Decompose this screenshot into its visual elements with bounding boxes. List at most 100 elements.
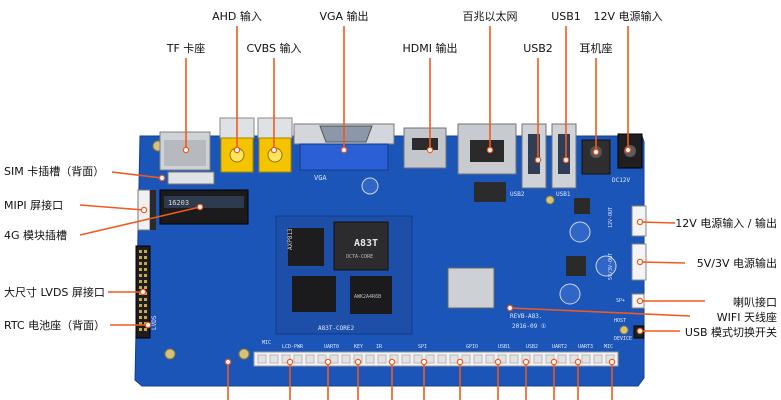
leader [494, 358, 502, 400]
leader [456, 358, 464, 400]
svg-text:SP+: SP+ [616, 298, 625, 304]
leader [636, 258, 686, 266]
leader [108, 288, 147, 296]
leader [224, 358, 232, 400]
svg-text:12V-OUT: 12V-OUT [608, 207, 614, 228]
label-5v3v: 5V/3V 电源输出 [696, 257, 777, 270]
leader [608, 358, 616, 400]
svg-text:A83T: A83T [354, 238, 378, 249]
hdmi-connector [403, 127, 447, 169]
svg-text:REVB-A83.: REVB-A83. [510, 313, 543, 320]
label-lvds: 大尺寸 LVDS 屏接口 [4, 286, 105, 299]
label-usb2: USB2 [523, 42, 553, 55]
mount-hole [164, 348, 176, 360]
leader [420, 358, 428, 400]
label-wifi-antenna: WIFI 天线座 [716, 311, 777, 324]
usb2-port: USB2 [510, 123, 547, 198]
silkscreen-label: UART2 [552, 344, 567, 350]
svg-text:16203: 16203 [168, 199, 189, 207]
label-vga-output: VGA 输出 [319, 10, 369, 23]
leader [324, 358, 332, 400]
leader [574, 358, 582, 400]
mount-hole [238, 348, 250, 360]
label-12v-io: 12V 电源输入 / 输出 [675, 217, 777, 230]
mount-hole [619, 325, 629, 335]
svg-text:5V/3V-OUT: 5V/3V-OUT [608, 253, 614, 280]
leader [506, 304, 691, 317]
leader [636, 297, 705, 305]
leader [636, 218, 676, 226]
svg-text:USB1: USB1 [556, 191, 571, 198]
silkscreen-label: USB2 [526, 344, 538, 350]
leader [79, 204, 148, 214]
silkscreen-label: MIC [604, 344, 613, 350]
silkscreen-label: KEY [354, 344, 363, 350]
leader [426, 58, 434, 154]
leader [388, 358, 396, 400]
silkscreen-label: MIC [262, 340, 271, 346]
wifi-module [447, 267, 495, 309]
label-4g-slot: 4G 模块插槽 [4, 229, 68, 242]
svg-text:USB2: USB2 [510, 191, 525, 198]
svg-text:2016-09 ①: 2016-09 ① [512, 323, 546, 330]
svg-text:OCTA-CORE: OCTA-CORE [346, 254, 373, 260]
leader [592, 58, 600, 156]
silkscreen-label: GPIO [466, 344, 478, 350]
label-mipi: MIPI 屏接口 [4, 199, 64, 212]
leader [111, 171, 166, 182]
leader [486, 26, 494, 154]
inductor [566, 256, 586, 276]
svg-text:AXP813: AXP813 [287, 228, 294, 250]
usb1-port: USB1 [551, 123, 577, 198]
leader [340, 26, 348, 154]
svg-text:VGA: VGA [314, 174, 327, 182]
core-board: AXP813 A83T OCTA-CORE AWK2A4R6B A83T-COR… [275, 215, 413, 335]
label-usb-switch: USB 模式切换开关 [684, 326, 777, 339]
silkscreen-label: UART3 [578, 344, 593, 350]
label-ethernet: 百兆以太网 [462, 10, 518, 23]
label-earphone: 耳机座 [579, 42, 613, 55]
label-speaker: 喇叭接口 [733, 296, 777, 309]
leader [182, 58, 190, 154]
silkscreen-label: IR [376, 344, 383, 350]
leader-lines [79, 26, 705, 400]
capacitor [559, 283, 581, 305]
svg-text:DEVICE: DEVICE [614, 336, 632, 342]
sim-slot [167, 171, 215, 185]
svg-text:DC12V: DC12V [612, 177, 630, 184]
leader [110, 321, 152, 329]
label-12v-input: 12V 电源输入 [593, 10, 663, 23]
svg-text:HOST: HOST [614, 318, 626, 324]
label-sim-slot: SIM 卡插槽（背面） [4, 165, 105, 178]
cvbs-rca-jack [257, 117, 293, 173]
mount-hole [545, 195, 555, 205]
silkscreen-label: SPI [418, 344, 427, 350]
inductor [574, 198, 590, 214]
silkscreen-label: LCD-PWR [282, 344, 304, 350]
leader [270, 58, 278, 154]
label-cvbs-input: CVBS 输入 [246, 42, 302, 55]
leader [354, 358, 362, 400]
label-rtc: RTC 电池座（背面） [4, 319, 106, 332]
svg-text:LVDS: LVDS [151, 315, 158, 330]
leader [624, 26, 632, 154]
leader [79, 203, 204, 236]
capacitor [361, 177, 379, 195]
leader [562, 26, 570, 164]
label-tf-slot: TF 卡座 [166, 42, 206, 55]
4g-module-slot: 16203 [159, 189, 249, 225]
capacitor [569, 221, 591, 243]
label-ahd-input: AHD 输入 [212, 10, 262, 23]
leader [522, 358, 530, 400]
capacitor [595, 255, 617, 277]
leader [233, 26, 241, 154]
leader [286, 358, 294, 400]
silkscreen-label: USB1 [498, 344, 510, 350]
leader [636, 327, 680, 335]
bottom-header-strip [253, 351, 619, 367]
svg-text:AWK2A4R6B: AWK2A4R6B [354, 294, 381, 300]
leader [534, 58, 542, 164]
svg-text:A83T-CORE2: A83T-CORE2 [318, 325, 355, 332]
